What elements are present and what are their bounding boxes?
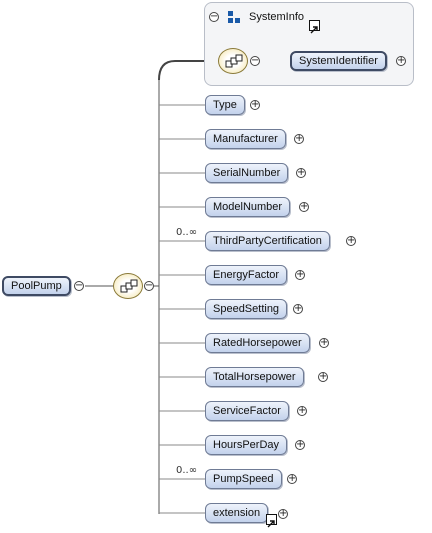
element-label: ThirdPartyCertification (213, 235, 322, 247)
collapse-icon[interactable]: − (144, 280, 154, 291)
sequence-compositor-icon[interactable] (218, 48, 248, 74)
element-label: RatedHorsepower (213, 337, 302, 349)
element-hours-per-day[interactable]: HoursPerDay (205, 435, 288, 455)
element-label: EnergyFactor (213, 269, 280, 281)
link-arrow-icon[interactable] (309, 20, 320, 34)
expand-icon[interactable]: + (250, 99, 260, 110)
group-title: SystemInfo (249, 11, 305, 23)
collapse-icon[interactable]: − (250, 55, 260, 66)
sequence-compositor-icon[interactable] (113, 273, 143, 299)
element-extension[interactable]: extension (205, 503, 269, 523)
element-label: TotalHorsepower (213, 371, 296, 383)
expand-icon[interactable]: + (294, 133, 304, 144)
element-label: SerialNumber (213, 167, 281, 179)
collapse-icon[interactable]: − (74, 280, 84, 291)
expand-icon[interactable]: + (278, 508, 288, 519)
element-type[interactable]: Type (205, 95, 245, 115)
expand-icon[interactable]: + (319, 337, 329, 348)
element-label: HoursPerDay (213, 439, 280, 451)
element-total-horsepower[interactable]: TotalHorsepower (205, 367, 304, 387)
occurrence-label: 0..∞ (176, 465, 198, 476)
expand-icon[interactable]: + (318, 371, 328, 382)
element-label: SpeedSetting (213, 303, 280, 315)
element-model-number[interactable]: ModelNumber (205, 197, 291, 217)
element-serial-number[interactable]: SerialNumber (205, 163, 289, 183)
element-speed-setting[interactable]: SpeedSetting (205, 299, 288, 319)
system-info-group: − SystemInfo (204, 2, 414, 86)
expand-icon[interactable]: + (296, 167, 306, 178)
element-label: SystemIdentifier (299, 55, 378, 67)
root-element-poolpump[interactable]: PoolPump (2, 276, 71, 296)
expand-icon[interactable]: + (396, 55, 406, 66)
expand-icon[interactable]: + (295, 439, 305, 450)
occurrence-label: 0..∞ (176, 227, 198, 238)
element-energy-factor[interactable]: EnergyFactor (205, 265, 288, 285)
expand-icon[interactable]: + (295, 269, 305, 280)
element-system-identifier[interactable]: SystemIdentifier (290, 51, 387, 71)
expand-icon[interactable]: + (293, 303, 303, 314)
element-label: Manufacturer (213, 133, 278, 145)
collapse-icon[interactable]: − (209, 11, 219, 22)
element-service-factor[interactable]: ServiceFactor (205, 401, 289, 421)
link-arrow-icon[interactable] (266, 514, 277, 528)
expand-icon[interactable]: + (299, 201, 309, 212)
expand-icon[interactable]: + (346, 235, 356, 246)
element-rated-horsepower[interactable]: RatedHorsepower (205, 333, 310, 353)
element-manufacturer[interactable]: Manufacturer (205, 129, 286, 149)
expand-icon[interactable]: + (297, 405, 307, 416)
element-label: ModelNumber (213, 201, 283, 213)
expand-icon[interactable]: + (287, 473, 297, 484)
root-element-label: PoolPump (11, 280, 62, 292)
element-label: extension (213, 507, 261, 519)
group-reference-icon (228, 11, 240, 23)
element-pump-speed[interactable]: PumpSpeed (205, 469, 282, 489)
element-label: Type (213, 99, 237, 111)
element-third-party-certification[interactable]: ThirdPartyCertification (205, 231, 330, 251)
element-label: PumpSpeed (213, 473, 274, 485)
element-label: ServiceFactor (213, 405, 281, 417)
